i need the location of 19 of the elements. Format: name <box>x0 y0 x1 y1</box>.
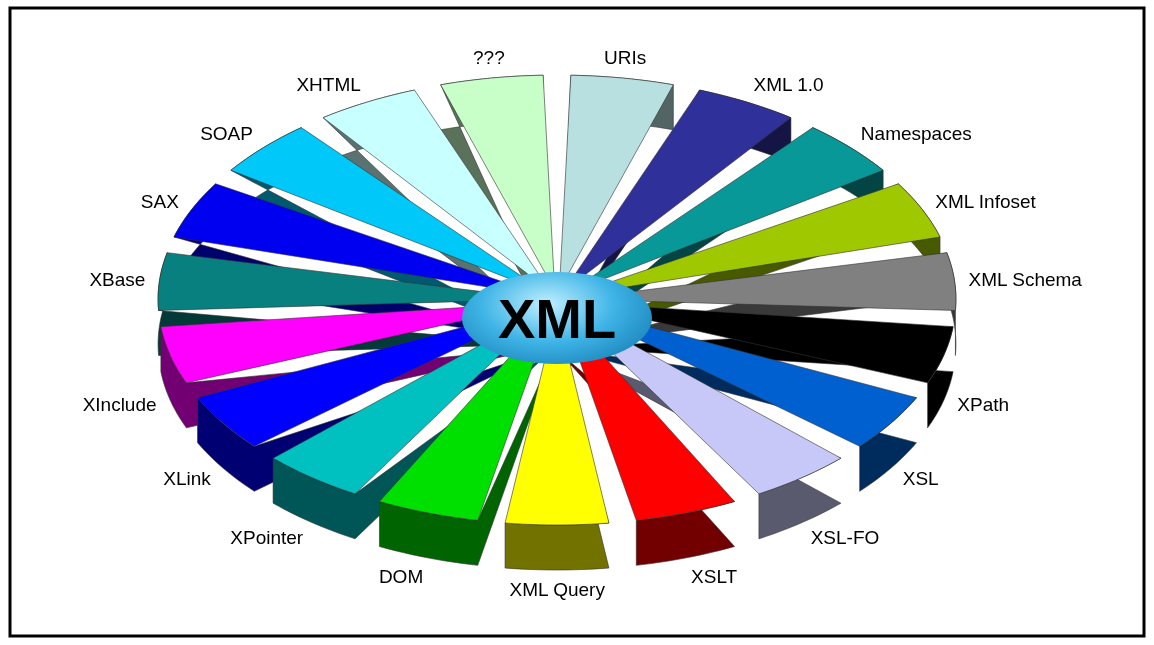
slice-label: XBase <box>89 268 146 291</box>
slice-label: XSL <box>902 468 939 490</box>
slice-label: XSL-FO <box>810 527 880 550</box>
slice-label: XML 1.0 <box>753 73 824 96</box>
slice-label: URIs <box>603 47 647 70</box>
slice-label: XPath <box>957 394 1010 417</box>
slice-label: XInclude <box>82 394 157 417</box>
slice-label: XML Schema <box>968 268 1082 291</box>
slice-label: XLink <box>163 468 211 490</box>
slice-label: XPointer <box>230 527 304 550</box>
slice-label: XML Infoset <box>935 190 1036 213</box>
slice-label: SAX <box>140 190 179 213</box>
slice-label: XSLT <box>691 565 738 588</box>
slice-label: Namespaces <box>860 123 972 146</box>
slice-label: DOM <box>378 565 424 588</box>
slice-label: ??? <box>473 47 505 70</box>
slice-label: XHTML <box>296 73 361 96</box>
slice-label: XML Query <box>509 579 605 601</box>
slice-label: SOAP <box>200 123 253 146</box>
